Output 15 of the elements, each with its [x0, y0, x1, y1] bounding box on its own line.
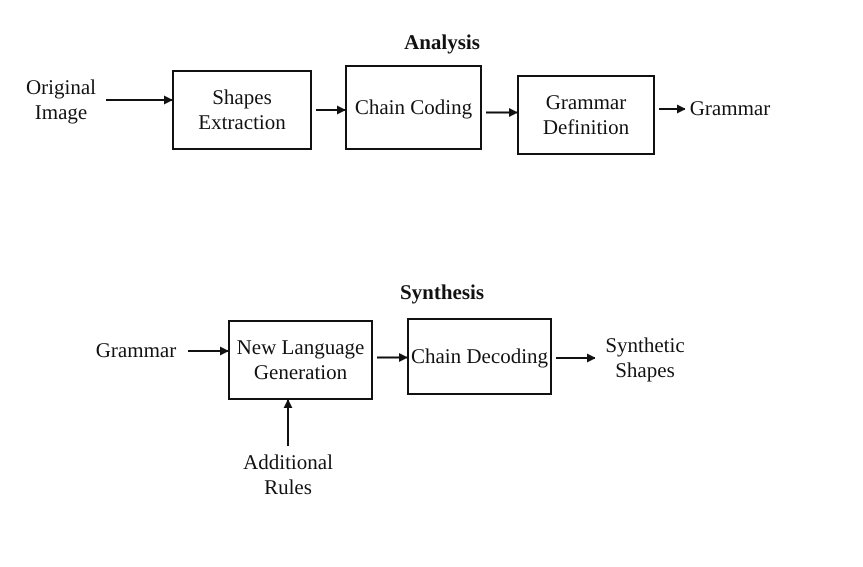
process-box: Chain Decoding [407, 318, 552, 395]
arrow [377, 353, 408, 362]
process-box: Grammar Definition [517, 75, 655, 155]
arrow [659, 104, 686, 114]
process-box: Shapes Extraction [172, 70, 312, 150]
section-heading: Synthesis [400, 280, 484, 305]
arrow [284, 399, 292, 446]
arrow [486, 108, 518, 117]
arrow [106, 96, 173, 104]
process-box: Chain Coding [345, 65, 482, 150]
arrow [188, 346, 229, 356]
arrow [556, 354, 596, 362]
arrow [316, 106, 346, 114]
section-heading: Analysis [404, 30, 480, 55]
process-box: New Language Generation [228, 320, 373, 400]
